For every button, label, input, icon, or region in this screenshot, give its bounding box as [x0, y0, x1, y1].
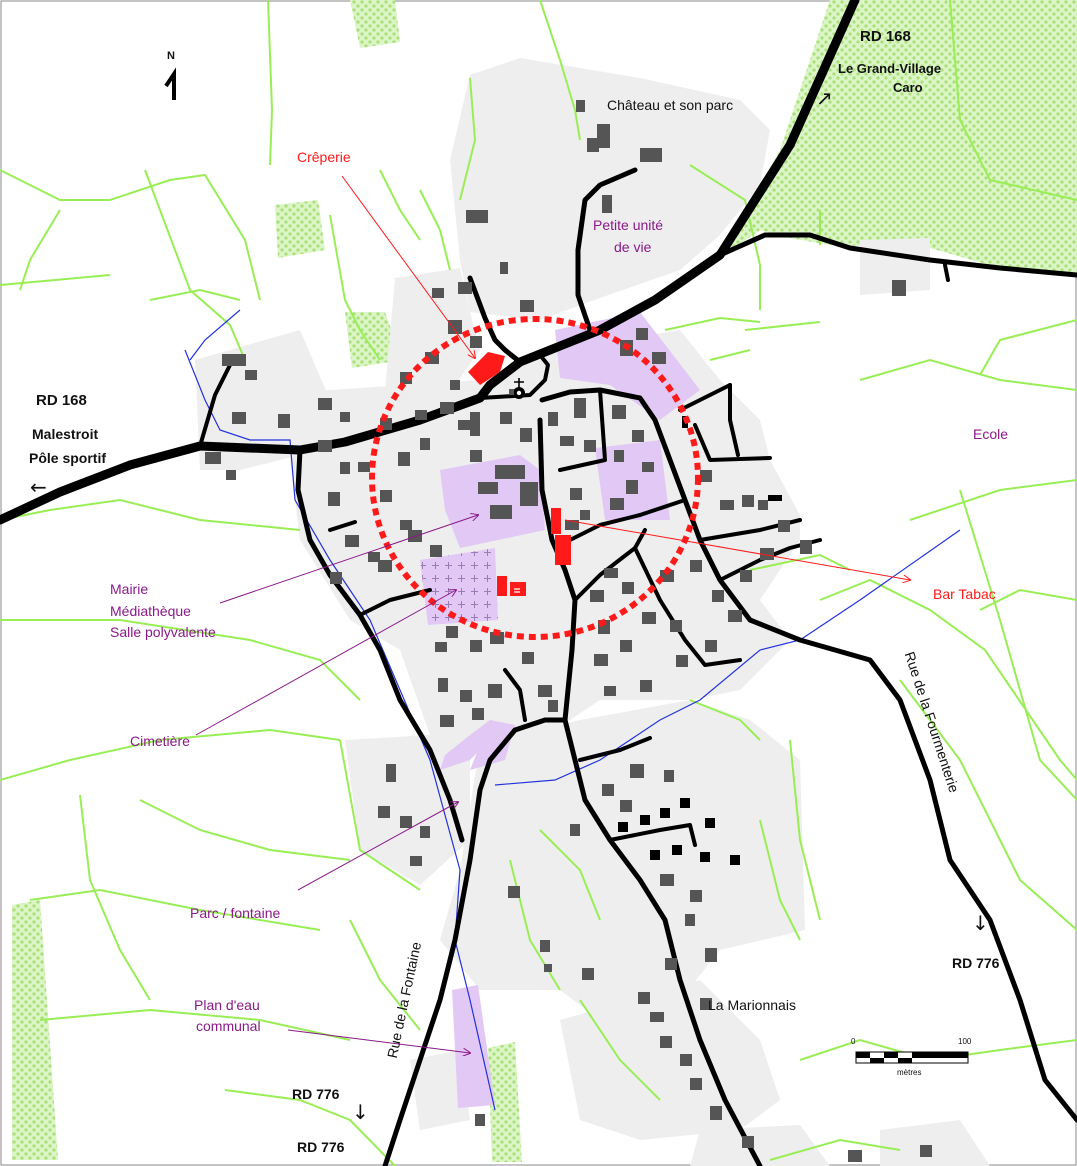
- cimetiere-label: Cimetière: [130, 733, 190, 749]
- wooded-areas: [12, 0, 1077, 1162]
- pole-sportif-label: Pôle sportif: [29, 450, 107, 466]
- parc-fontaine-label: Parc / fontaine: [190, 905, 281, 921]
- church-icon: [509, 378, 525, 399]
- grand-village-label: Le Grand-Village: [838, 61, 942, 76]
- rd168-east-label: RD 168: [860, 28, 911, 45]
- scale-bar: [855, 1051, 969, 1064]
- arrow-south-icon: ↓: [352, 1100, 369, 1124]
- plan-eau-label-1: Plan d'eau: [194, 997, 260, 1013]
- salle-polyvalente-label: Salle polyvalente: [110, 624, 216, 640]
- leader-lines: [195, 175, 910, 1053]
- mediatheque-label: Médiathèque: [110, 603, 191, 619]
- scale-unit-label: mètres: [897, 1068, 922, 1077]
- buildings: [205, 100, 932, 1162]
- plan-eau-label-2: communal: [196, 1018, 261, 1034]
- rd776-east-label: RD 776: [952, 955, 1000, 971]
- bar-tabac-label: Bar Tabac: [933, 586, 996, 602]
- rd776-south-label-a: RD 776: [292, 1086, 340, 1102]
- creperie-label: Crêperie: [297, 149, 351, 165]
- arrow-northeast-icon: ↗: [816, 86, 833, 110]
- scale-min-label: 0: [851, 1037, 856, 1046]
- arrow-south-east-icon: ↓: [972, 911, 989, 935]
- petite-unite-label-2: de vie: [614, 239, 652, 255]
- mairie-symbol: [514, 588, 520, 593]
- chateau-label: Château et son parc: [607, 97, 734, 113]
- ecole-label: Ecole: [973, 426, 1009, 442]
- caro-label: Caro: [893, 80, 923, 95]
- rd168-west-label: RD 168: [36, 392, 87, 409]
- malestroit-label: Malestroit: [32, 426, 99, 442]
- petite-unite-label-1: Petite unité: [593, 217, 664, 233]
- rd776-south-label-b: RD 776: [297, 1139, 345, 1155]
- cemetery-area: [420, 548, 498, 625]
- black-buildings: [618, 416, 782, 865]
- marionnais-label: La Marionnais: [708, 997, 796, 1013]
- north-arrow-icon: [164, 67, 176, 100]
- walking-radius-circle: [369, 316, 701, 640]
- scale-max-label: 100: [958, 1037, 972, 1046]
- arrow-west-icon: ←: [30, 475, 47, 499]
- north-label: N: [167, 50, 175, 62]
- mairie-label: Mairie: [110, 581, 149, 597]
